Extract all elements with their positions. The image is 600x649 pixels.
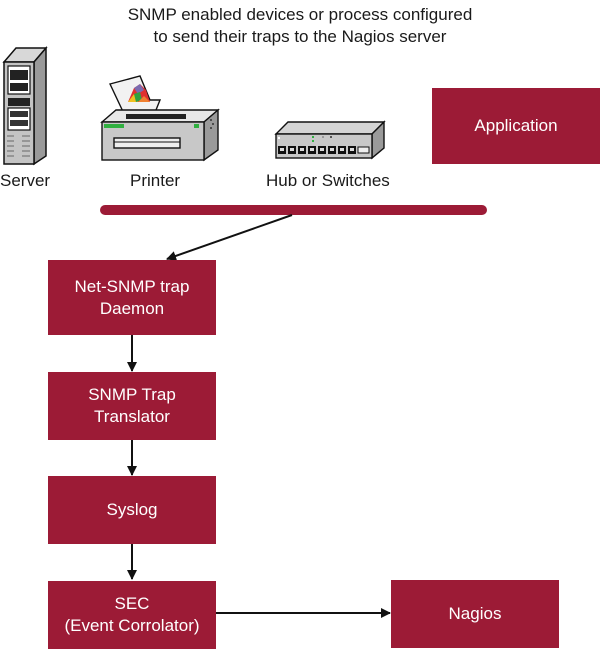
box-label-line-2: Translator — [94, 407, 170, 426]
device-label-server: Server — [0, 171, 51, 190]
server-icon — [2, 45, 48, 166]
device-label-printer: Printer — [130, 171, 181, 190]
sec-event-correlator-box: SEC (Event Corrolator) — [48, 581, 216, 649]
net-snmp-trap-daemon-box: Net-SNMP trap Daemon — [48, 260, 216, 335]
box-label: Syslog — [106, 500, 158, 519]
nagios-box: Nagios — [391, 580, 559, 648]
diagram-caption: SNMP enabled devices or process configur… — [0, 4, 600, 48]
box-label-line-1: SNMP Trap — [88, 385, 176, 404]
application-box: Application — [432, 88, 600, 164]
arrow-bus-to-netsnmp — [166, 214, 293, 261]
syslog-box: Syslog — [48, 476, 216, 544]
caption-line-1: SNMP enabled devices or process configur… — [127, 5, 473, 24]
box-label-line-2: (Event Corrolator) — [64, 616, 200, 635]
device-label-hub: Hub or Switches — [266, 171, 390, 190]
caption-line-2: to send their traps to the Nagios server — [153, 27, 447, 46]
box-label-line-1: SEC — [114, 594, 150, 613]
box-label-line-2: Daemon — [99, 298, 165, 318]
application-label: Application — [474, 116, 558, 135]
box-label-line-1: Net-SNMP trap — [74, 276, 190, 296]
nagios-label: Nagios — [448, 604, 502, 623]
network-switch-icon — [274, 120, 386, 160]
printer-icon — [100, 75, 220, 162]
snmp-trap-translator-box: SNMP Trap Translator — [48, 372, 216, 440]
